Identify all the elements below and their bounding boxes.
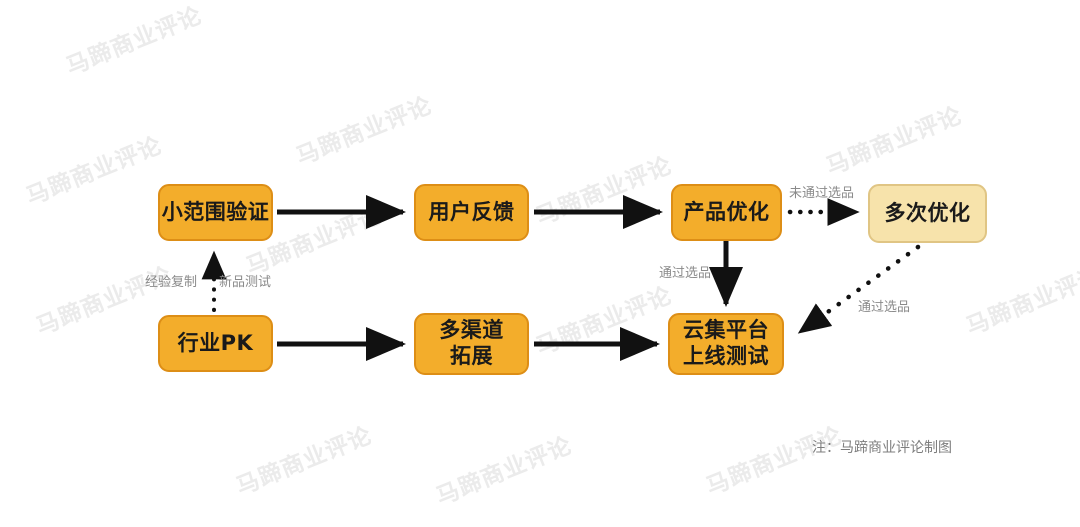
- label-passed-selection-vertical: 通过选品: [659, 266, 712, 281]
- node-multiple-optimization[interactable]: 多次优化: [868, 184, 987, 243]
- label-failed-selection: 未通过选品: [789, 186, 855, 201]
- label-new-product-test: 新品测试: [219, 275, 272, 290]
- label-experience-replication: 经验复制: [145, 275, 198, 290]
- figure-caption: 注：马蹄商业评论制图: [812, 440, 952, 456]
- node-user-feedback[interactable]: 用户反馈: [414, 184, 529, 241]
- node-industry-pk[interactable]: 行业PK: [158, 315, 273, 372]
- node-multi-channel-expansion[interactable]: 多渠道 拓展: [414, 313, 529, 375]
- node-yunji-platform-launch-test[interactable]: 云集平台 上线测试: [668, 313, 784, 375]
- edge-multi-opt-to-launch: [797, 244, 921, 335]
- node-small-scale-validation[interactable]: 小范围验证: [158, 184, 273, 241]
- node-product-optimization[interactable]: 产品优化: [671, 184, 782, 241]
- label-passed-selection-diagonal: 通过选品: [858, 300, 911, 315]
